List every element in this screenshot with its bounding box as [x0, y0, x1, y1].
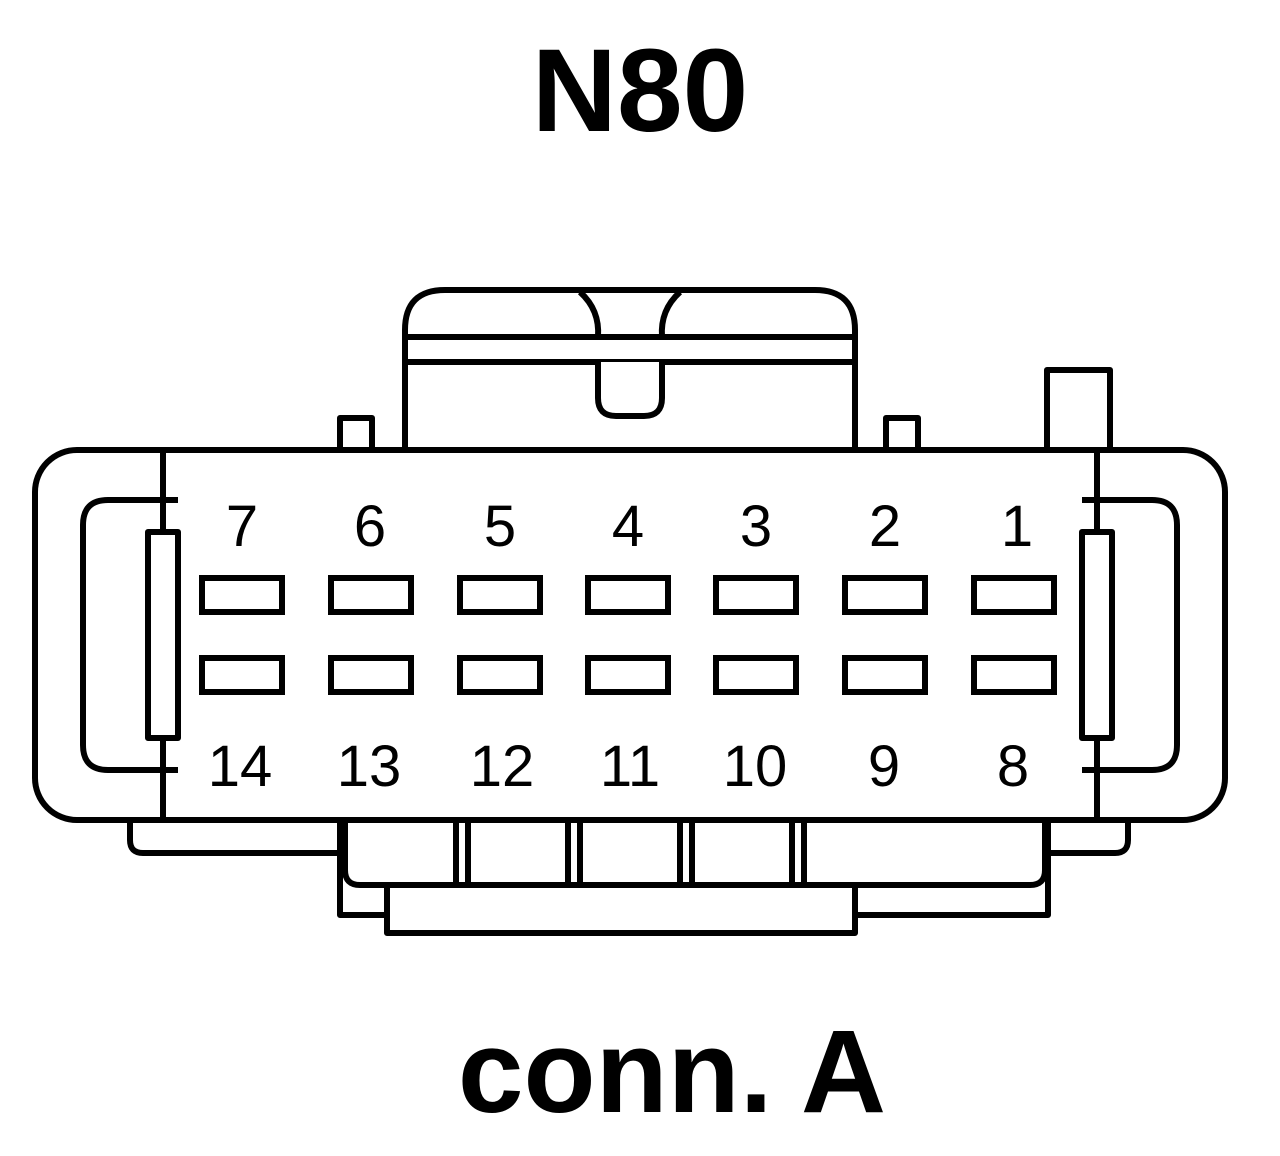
pin-cavity: [713, 655, 799, 695]
pin-label: 9: [868, 734, 900, 799]
bottom-base: [127, 817, 1131, 936]
connector-body: [32, 447, 1228, 823]
connector-caption: conn. A: [458, 1006, 886, 1138]
pin-label: 12: [470, 734, 535, 799]
left-side-latch: [80, 497, 181, 773]
pin-label: 1: [1001, 494, 1033, 559]
pin-cavity: [842, 575, 928, 615]
pin-cavity: [842, 655, 928, 695]
pin-label: 2: [869, 494, 901, 559]
right-peg: [883, 415, 921, 455]
pin-cavity: [199, 575, 285, 615]
pin-cavity: [585, 655, 671, 695]
pin-label: 6: [354, 494, 386, 559]
right-post: [1044, 367, 1113, 455]
pin-cavity: [585, 575, 671, 615]
left-peg: [337, 415, 375, 455]
pin-label: 14: [208, 734, 273, 799]
top-latch: [402, 287, 858, 453]
pin-cavity: [328, 575, 414, 615]
pin-label: 10: [723, 734, 788, 799]
pin-cavity: [457, 655, 543, 695]
pin-label: 8: [997, 734, 1029, 799]
pin-label: 11: [600, 734, 660, 799]
pin-cavity: [328, 655, 414, 695]
pin-cavity: [971, 575, 1057, 615]
pin-grid: 7 6 5 4 3 2 1 14 13 12 11 10 9 8: [199, 494, 1057, 799]
pin-label: 5: [484, 494, 516, 559]
pin-cavity: [971, 655, 1057, 695]
right-side-latch: [1079, 497, 1180, 773]
pin-label: 13: [337, 734, 402, 799]
pin-cavity: [713, 575, 799, 615]
pin-label: 4: [612, 494, 644, 559]
pin-cavity: [457, 575, 543, 615]
pin-cavity: [199, 655, 285, 695]
pin-label: 7: [226, 494, 258, 559]
connector-title: N80: [532, 25, 748, 157]
pin-label: 3: [740, 494, 772, 559]
